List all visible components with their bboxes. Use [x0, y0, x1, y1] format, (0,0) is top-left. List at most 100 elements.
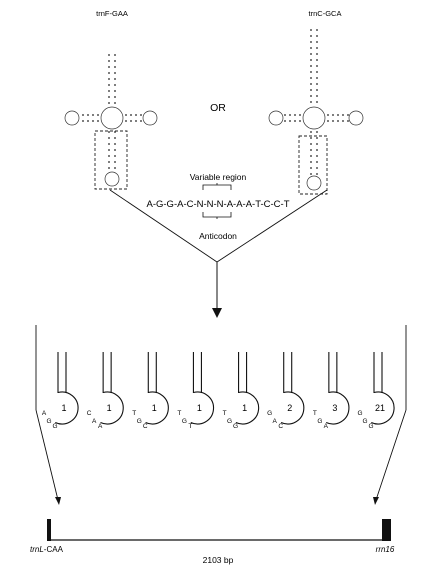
- base-dot: [337, 120, 339, 122]
- base-dot: [108, 131, 110, 133]
- hairpin-count: 1: [61, 403, 66, 413]
- hairpin-loop: [280, 391, 305, 425]
- base-dot: [316, 137, 318, 139]
- base-dot: [114, 131, 116, 133]
- base-dot: [114, 84, 116, 86]
- base-dot: [316, 143, 318, 145]
- base-dot: [316, 71, 318, 73]
- base-dot: [135, 114, 137, 116]
- hairpin-count: 1: [152, 403, 157, 413]
- base-dot: [125, 120, 127, 122]
- or-label: OR: [210, 102, 226, 114]
- variable-region-bracket: [202, 183, 232, 190]
- hairpin-base: A: [98, 423, 103, 430]
- base-dot: [316, 29, 318, 31]
- base-dot: [114, 60, 116, 62]
- hairpin-count: 1: [107, 403, 112, 413]
- anticodon-loop: [306, 175, 322, 191]
- hairpin-base: A: [92, 418, 97, 425]
- outer-right-diagonal: [375, 409, 407, 501]
- base-dot: [108, 60, 110, 62]
- rrn16-gene-block: [382, 519, 391, 541]
- base-dot: [310, 29, 312, 31]
- base-dot: [130, 114, 132, 116]
- base-dot: [310, 149, 312, 151]
- funnel-left-line: [109, 189, 218, 263]
- base-dot: [316, 65, 318, 67]
- outer-left-diagonal: [35, 409, 59, 501]
- hairpin-base: A: [324, 423, 329, 430]
- base-dot: [108, 96, 110, 98]
- base-dot: [82, 120, 84, 122]
- hairpin-count: 21: [375, 403, 385, 413]
- base-dot: [114, 96, 116, 98]
- trna-left-label: trnF-GAA: [96, 9, 128, 18]
- hairpin-count: 2: [287, 403, 292, 413]
- base-dot: [299, 114, 301, 116]
- base-dot: [108, 72, 110, 74]
- base-dot: [108, 84, 110, 86]
- central-loop: [100, 106, 124, 130]
- hairpin-loop: [371, 391, 395, 425]
- base-dot: [294, 120, 296, 122]
- hairpin-base: G: [46, 418, 51, 425]
- hairpin-base: G: [368, 423, 373, 430]
- base-dot: [82, 114, 84, 116]
- hairpin-count: 1: [197, 403, 202, 413]
- base-dot: [284, 120, 286, 122]
- base-dot: [316, 131, 318, 133]
- hairpin-loop: [100, 391, 124, 425]
- hairpin-loop: [55, 391, 79, 425]
- base-dot: [310, 137, 312, 139]
- base-dot: [327, 120, 329, 122]
- base-dot: [97, 120, 99, 122]
- right-gene-label: rrn16: [376, 545, 395, 554]
- base-dot: [316, 83, 318, 85]
- length-label: 2103 bp: [203, 555, 234, 565]
- base-dot: [299, 120, 301, 122]
- hairpin-base: G: [362, 418, 367, 425]
- base-dot: [108, 167, 110, 169]
- base-dot: [316, 161, 318, 163]
- t-loop: [142, 110, 158, 126]
- left-gene-name: trnL: [30, 545, 44, 554]
- anticodon-loop: [104, 171, 120, 187]
- hairpin-base: T: [132, 410, 136, 417]
- base-dot: [332, 120, 334, 122]
- hairpin-base: C: [278, 423, 283, 430]
- hairpin-base: G: [233, 423, 238, 430]
- base-dot: [108, 161, 110, 163]
- hairpin-base: G: [317, 418, 322, 425]
- hairpin-base: A: [42, 410, 47, 417]
- base-dot: [316, 89, 318, 91]
- base-dot: [108, 90, 110, 92]
- hairpin-base: T: [223, 410, 227, 417]
- hairpin-base: T: [188, 423, 192, 430]
- hairpin-loop: [325, 391, 350, 425]
- base-dot: [347, 120, 349, 122]
- base-dot: [114, 167, 116, 169]
- base-dot: [130, 120, 132, 122]
- base-dot: [294, 114, 296, 116]
- left-gene-label: trnL-CAA: [30, 545, 64, 554]
- base-dot: [87, 114, 89, 116]
- base-dot: [310, 59, 312, 61]
- hairpin-loop: [145, 391, 169, 425]
- hairpin-base: G: [182, 418, 187, 425]
- base-dot: [108, 102, 110, 104]
- hairpin-base: T: [313, 410, 317, 417]
- base-dot: [310, 41, 312, 43]
- base-dot: [310, 89, 312, 91]
- base-dot: [108, 149, 110, 151]
- base-dot: [310, 155, 312, 157]
- base-dot: [310, 131, 312, 133]
- base-dot: [289, 114, 291, 116]
- base-dot: [310, 101, 312, 103]
